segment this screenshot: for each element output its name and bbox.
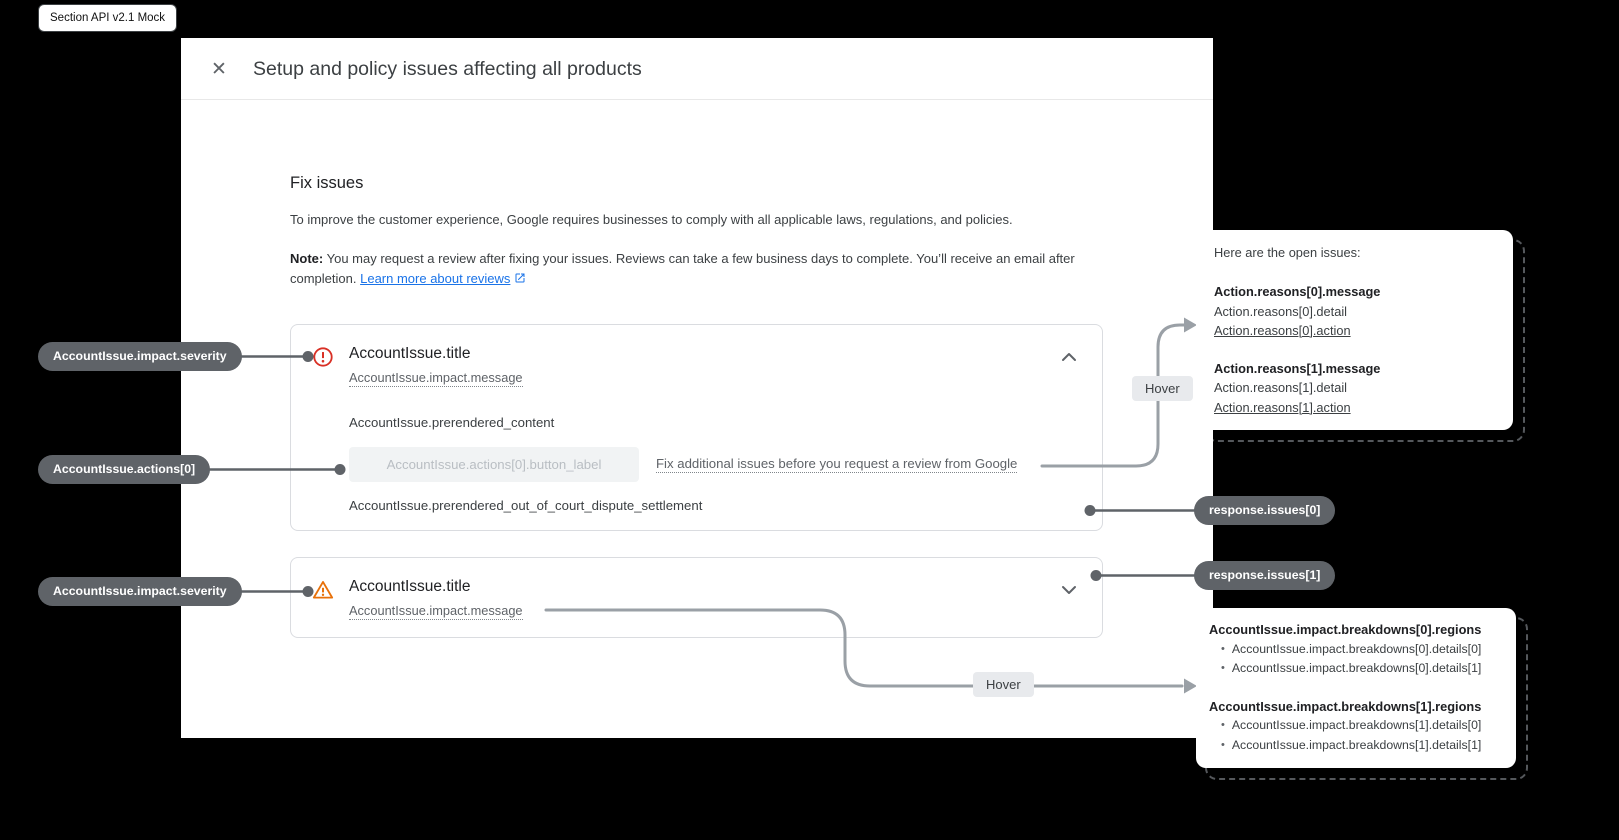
note-label: Note: <box>290 251 324 266</box>
breakdown-0-regions: AccountIssue.impact.breakdowns[0].region… <box>1209 622 1482 637</box>
breakdown-1-regions: AccountIssue.impact.breakdowns[1].region… <box>1209 698 1482 714</box>
reason-0-message: Action.reasons[0].message <box>1214 284 1381 299</box>
annotation-pill-impact-severity-0: AccountIssue.impact.severity <box>38 342 242 371</box>
bullet-icon: • <box>1221 738 1225 751</box>
chevron-down-icon[interactable] <box>1056 578 1082 604</box>
breakdown-0-detail-1-text: AccountIssue.impact.breakdowns[0].detail… <box>1231 661 1482 675</box>
fix-issues-heading: Fix issues <box>290 174 364 192</box>
reason-0-action-link[interactable]: Action.reasons[0].action <box>1214 323 1351 338</box>
breakdown-1-detail-1: • AccountIssue.impact.breakdowns[1].detai… <box>1209 736 1503 756</box>
annotation-pill-response-issues-0: response.issues[0] <box>1194 496 1336 525</box>
issues-dialog: ✕ Setup and policy issues affecting all … <box>181 38 1213 738</box>
fix-additional-issues-link[interactable]: Fix additional issues before you request… <box>656 456 1018 473</box>
close-icon[interactable]: ✕ <box>205 38 233 100</box>
breakdown-0-detail-0: • AccountIssue.impact.breakdowns[0].detai… <box>1209 640 1503 660</box>
breakdown-1-detail-1-text: AccountIssue.impact.breakdowns[1].detail… <box>1231 737 1482 752</box>
issue-1-title: AccountIssue.title <box>349 578 471 595</box>
open-in-new-icon <box>514 270 526 290</box>
breakdown-1-detail-0-text: AccountIssue.impact.breakdowns[1].detail… <box>1231 718 1482 732</box>
learn-more-link[interactable]: Learn more about reviews <box>360 271 511 286</box>
dispute-settlement-text: AccountIssue.prerendered_out_of_court_di… <box>349 498 703 513</box>
prerendered-content-text: AccountIssue.prerendered_content <box>349 415 555 430</box>
bullet-icon: • <box>1221 662 1225 674</box>
bullet-icon: • <box>1221 719 1225 731</box>
reason-1-message: Action.reasons[1].message <box>1214 360 1381 376</box>
reason-1-detail: Action.reasons[1].detail <box>1214 380 1348 395</box>
chevron-up-icon[interactable] <box>1056 345 1082 371</box>
breakdown-1-detail-0: • AccountIssue.impact.breakdowns[1].detai… <box>1209 716 1503 736</box>
tooltip-heading: Here are the open issues: <box>1214 245 1361 260</box>
reason-group-1: Action.reasons[1].message Action.reasons… <box>1214 359 1495 418</box>
issue-0-message-link[interactable]: AccountIssue.impact.message <box>349 370 523 387</box>
breakdown-0-detail-1: • AccountIssue.impact.breakdowns[0].detai… <box>1209 659 1503 679</box>
hover-label-1: Hover <box>1132 376 1193 401</box>
breakdown-group-1: AccountIssue.impact.breakdowns[1].region… <box>1209 697 1503 756</box>
issue-0-action-button[interactable]: AccountIssue.actions[0].button_label <box>349 447 639 482</box>
note-paragraph: Note: You may request a review after fix… <box>290 249 1120 290</box>
hover-label-2: Hover <box>973 672 1034 697</box>
dialog-header: ✕ Setup and policy issues affecting all … <box>181 38 1213 100</box>
note-body: You may request a review after fixing yo… <box>290 251 1075 286</box>
issue-card-0: AccountIssue.title AccountIssue.impact.m… <box>290 324 1103 531</box>
warning-icon <box>312 579 334 601</box>
annotation-pill-impact-severity-1: AccountIssue.impact.severity <box>38 577 242 606</box>
issue-1-message-link[interactable]: AccountIssue.impact.message <box>349 603 523 620</box>
reason-1-action-link[interactable]: Action.reasons[1].action <box>1214 399 1351 415</box>
issue-card-1: AccountIssue.title AccountIssue.impact.m… <box>290 557 1103 638</box>
reason-group-0: Action.reasons[0].message Action.reasons… <box>1214 282 1495 341</box>
issue-0-title: AccountIssue.title <box>349 345 471 362</box>
open-issues-tooltip: Here are the open issues: Action.reasons… <box>1196 230 1525 442</box>
breakdown-0-detail-0-text: AccountIssue.impact.breakdowns[0].detail… <box>1231 641 1482 656</box>
dialog-title: Setup and policy issues affecting all pr… <box>253 58 642 80</box>
intro-paragraph: To improve the customer experience, Goog… <box>290 212 1013 227</box>
reason-0-detail: Action.reasons[0].detail <box>1214 303 1348 319</box>
error-icon <box>312 346 334 368</box>
bullet-icon: • <box>1221 642 1225 655</box>
breakdowns-tooltip: AccountIssue.impact.breakdowns[0].region… <box>1196 608 1528 780</box>
breakdown-group-0: AccountIssue.impact.breakdowns[0].region… <box>1209 620 1503 679</box>
annotation-pill-response-issues-1: response.issues[1] <box>1194 561 1336 590</box>
mock-version-badge: Section API v2.1 Mock <box>38 4 178 32</box>
annotation-pill-actions-0: AccountIssue.actions[0] <box>38 455 211 484</box>
